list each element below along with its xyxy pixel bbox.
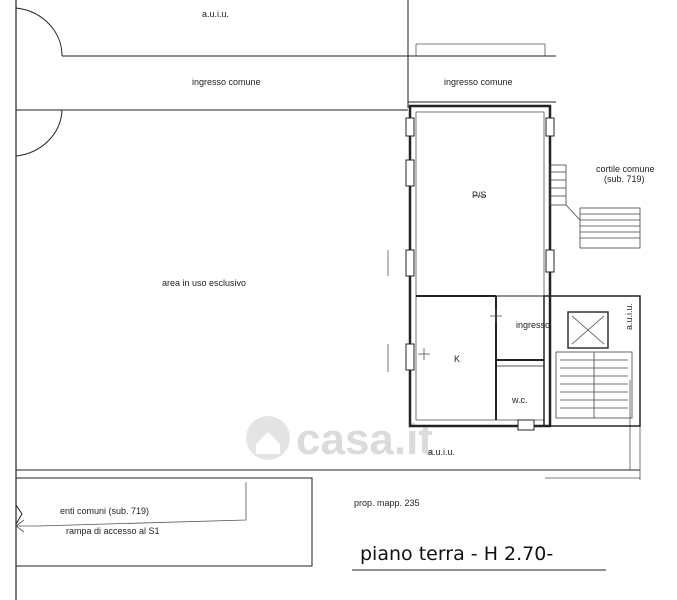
- label-cortile-comune: cortile comune: [596, 164, 655, 174]
- label-ps: P/S: [472, 190, 487, 200]
- label-ingresso-comune-right: ingresso comune: [444, 77, 513, 87]
- watermark-text: casa.it: [296, 415, 433, 464]
- label-wc: w.c.: [511, 395, 528, 405]
- label-sub-719-cortile: (sub. 719): [604, 174, 645, 184]
- label-auiu-bottom: a.u.i.u.: [428, 447, 455, 457]
- apartment-walls: [387, 104, 641, 431]
- watermark: casa.it: [246, 415, 433, 464]
- label-ingresso-comune-left: ingresso comune: [192, 77, 261, 87]
- label-rampa: rampa di accesso al S1: [66, 526, 160, 536]
- label-ingresso: ingresso: [516, 320, 550, 330]
- stair-core: [555, 311, 633, 419]
- label-auiu-vertical: a.u.i.u.: [624, 303, 634, 330]
- label-k: K: [454, 354, 460, 364]
- house-icon: [246, 416, 290, 460]
- label-prop-mapp: prop. mapp. 235: [354, 498, 420, 508]
- exterior-stairs: [549, 164, 641, 249]
- ramp: [15, 477, 313, 567]
- site-boundaries: [15, 0, 641, 600]
- label-enti-comuni: enti comuni (sub. 719): [60, 506, 149, 516]
- plan-title: piano terra - H 2.70-: [360, 543, 553, 565]
- label-auiu-top: a.u.i.u.: [202, 9, 229, 19]
- label-area-esclusivo: area in uso esclusivo: [162, 278, 246, 288]
